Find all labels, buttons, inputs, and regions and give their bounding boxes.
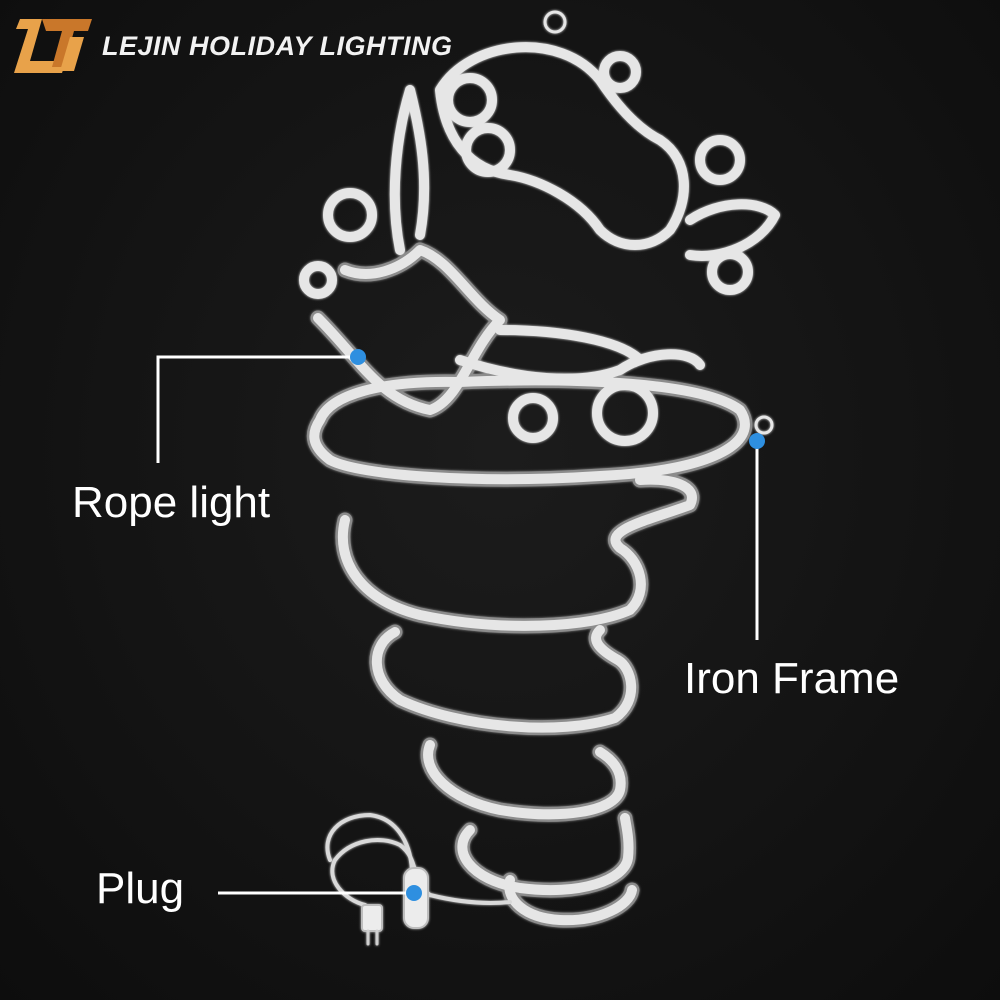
rope-ring-3 xyxy=(371,625,637,733)
brand-name: LEJIN HOLIDAY LIGHTING xyxy=(102,30,453,61)
brand-logo-icon xyxy=(14,19,92,73)
rope-curl-right-1 xyxy=(695,135,745,185)
rope-eye-left xyxy=(508,393,558,443)
rope-curl-left-2 xyxy=(299,261,337,299)
rope-curl-top-1 xyxy=(443,73,497,127)
callout-markers xyxy=(350,349,765,901)
callout-leader-lines xyxy=(156,355,759,895)
rope-left-spike xyxy=(389,85,430,255)
power-cord xyxy=(325,813,512,907)
marker-dot-icon xyxy=(350,349,366,365)
rope-ring-1 xyxy=(309,375,750,485)
rope-ring-2 xyxy=(337,474,697,631)
rope-eye-right xyxy=(592,380,658,446)
callout-plug-label: Plug xyxy=(96,864,185,913)
rope-right-leaf xyxy=(685,199,780,261)
rope-curl-right-2 xyxy=(707,249,753,295)
marker-dot-icon xyxy=(749,433,765,449)
plug-prongs xyxy=(366,929,379,946)
callout-rope-light-label: Rope light xyxy=(72,478,271,527)
plug-body xyxy=(361,904,383,932)
rope-curl-left-1 xyxy=(323,188,377,242)
leader-rope-light xyxy=(156,355,358,463)
rope-curl-top-2 xyxy=(461,123,515,177)
callout-iron-frame-label: Iron Frame xyxy=(684,654,900,703)
rope-ring-5 xyxy=(457,813,634,896)
brand-header: LEJIN HOLIDAY LIGHTING xyxy=(12,14,453,78)
frame-hook-ring xyxy=(754,415,774,435)
hanging-ring xyxy=(543,10,567,34)
rope-ring-4 xyxy=(423,740,626,820)
rope-light-tubes xyxy=(299,42,780,926)
rope-ring-6 xyxy=(504,875,637,926)
rope-face-band xyxy=(455,325,705,384)
rope-curl-top-3 xyxy=(599,51,641,93)
marker-dot-icon xyxy=(406,885,422,901)
rope-top-cap xyxy=(435,42,689,250)
